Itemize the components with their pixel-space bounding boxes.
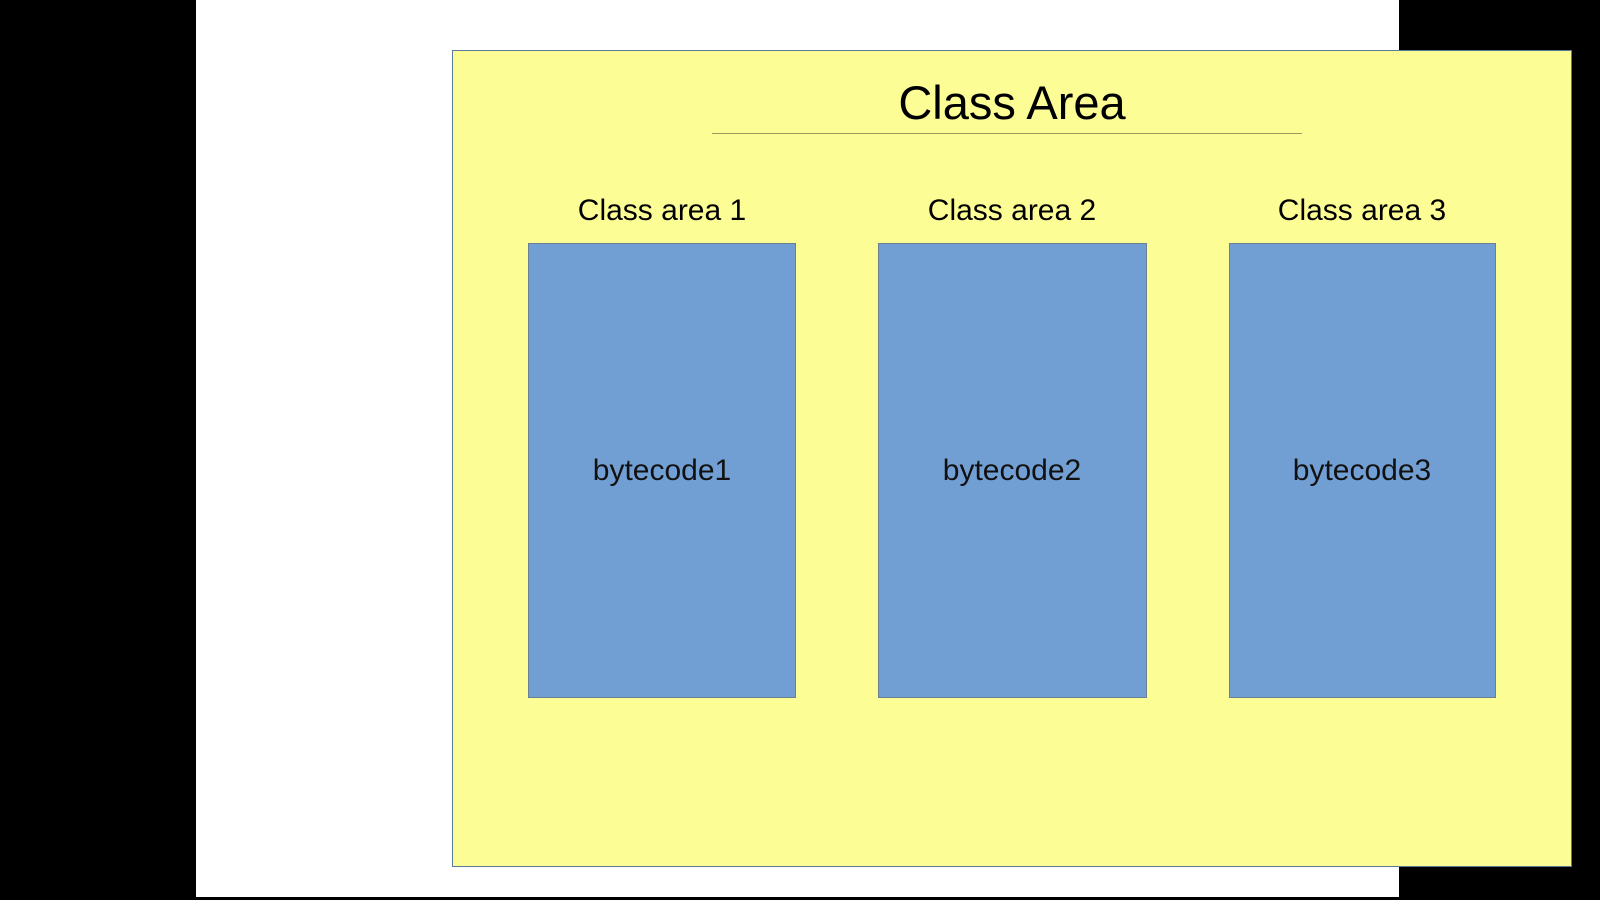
class-area-label-1: Class area 1 [577,194,747,227]
class-area-column-2: Class area 2 bytecode2 [877,194,1147,698]
class-area-panel: Class Area Class area 1 bytecode1 Class … [452,50,1572,867]
bytecode-label-2: bytecode2 [942,453,1082,487]
class-area-label-3: Class area 3 [1277,194,1447,227]
bytecode-label-3: bytecode3 [1292,453,1432,487]
bytecode-box-1: bytecode1 [528,243,796,698]
bytecode-label-1: bytecode1 [592,453,732,487]
title-underline-rule [712,133,1302,134]
page-title: Class Area [898,76,1126,129]
bytecode-box-2: bytecode2 [877,243,1147,698]
class-area-label-2: Class area 2 [927,194,1097,227]
class-area-columns: Class area 1 bytecode1 Class area 2 byte… [453,196,1571,706]
slide-page: Class Area Class area 1 bytecode1 Class … [196,0,1572,897]
bytecode-box-3: bytecode3 [1228,243,1496,698]
class-area-column-1: Class area 1 bytecode1 [528,194,796,698]
class-area-column-3: Class area 3 bytecode3 [1228,194,1496,698]
